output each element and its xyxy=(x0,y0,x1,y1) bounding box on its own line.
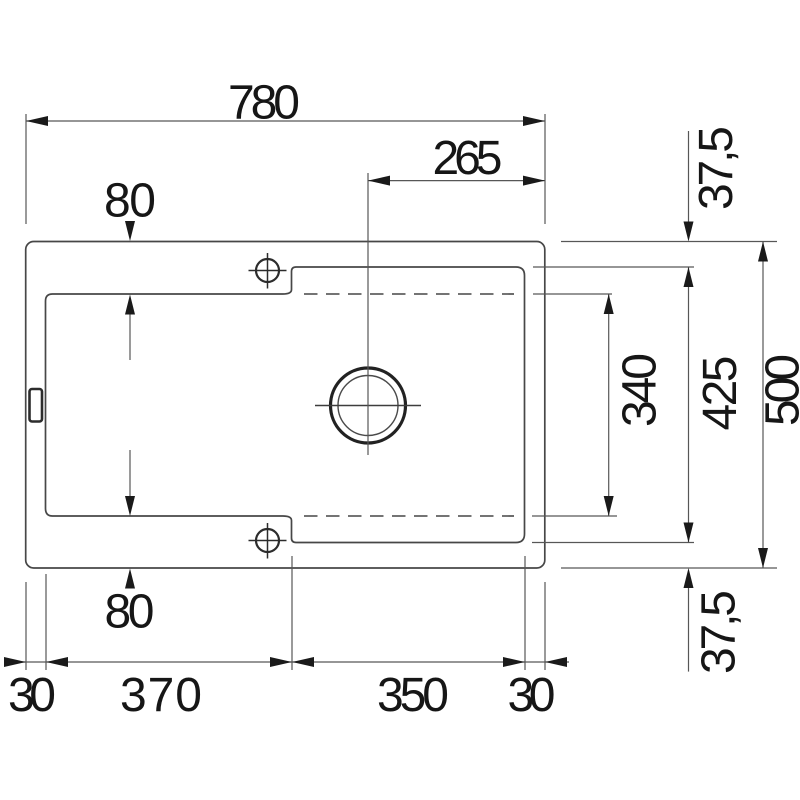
svg-text:350: 350 xyxy=(377,669,449,722)
svg-text:500: 500 xyxy=(757,354,800,426)
svg-text:265: 265 xyxy=(433,132,503,185)
svg-text:30: 30 xyxy=(508,669,556,722)
svg-text:425: 425 xyxy=(694,356,747,431)
svg-text:340: 340 xyxy=(614,353,667,427)
svg-text:37,5: 37,5 xyxy=(690,126,743,210)
svg-text:780: 780 xyxy=(228,77,300,130)
svg-text:370: 370 xyxy=(120,669,202,722)
svg-text:30: 30 xyxy=(8,669,56,722)
svg-text:80: 80 xyxy=(104,175,156,228)
svg-text:37,5: 37,5 xyxy=(693,590,746,674)
svg-text:80: 80 xyxy=(105,586,155,639)
